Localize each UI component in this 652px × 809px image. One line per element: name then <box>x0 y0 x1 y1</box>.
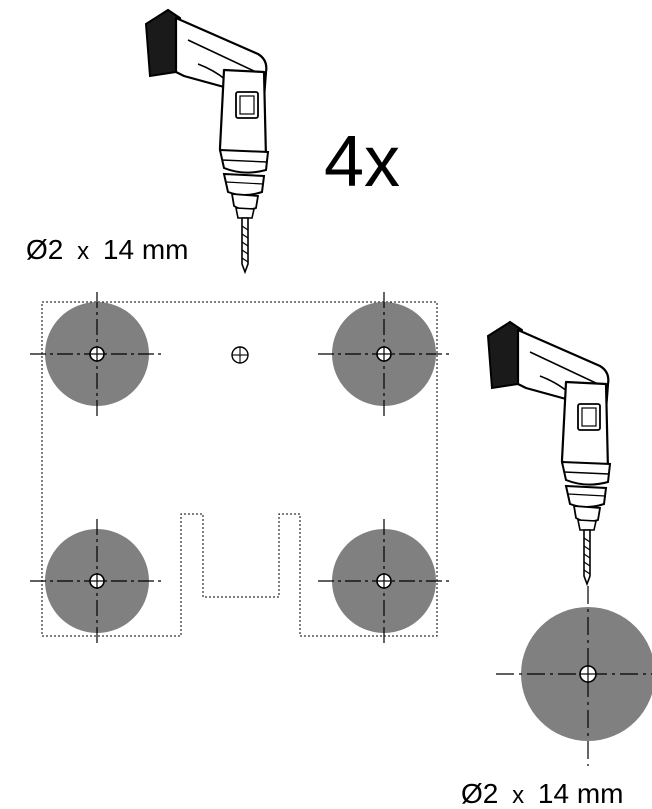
drill-spec-bottom-length: 14 mm <box>538 778 624 809</box>
drill-spec-top-length: 14 mm <box>103 234 189 265</box>
drill-spec-bottom-diameter: Ø2 <box>461 778 498 809</box>
hole-detail-large <box>496 586 652 766</box>
hole-marker-bottom-right <box>318 519 450 643</box>
drill-spec-top: Ø2 x 14 mm <box>26 234 189 265</box>
drill-spec-bottom: Ø2 x 14 mm <box>461 778 624 809</box>
hole-marker-bottom-left <box>30 519 164 643</box>
center-reference-hole <box>231 346 249 364</box>
drill-spec-top-diameter: Ø2 <box>26 234 63 265</box>
drill-right-icon <box>486 320 612 586</box>
drill-spec-bottom-separator: x <box>512 782 524 809</box>
template-outline <box>41 301 438 637</box>
quantity-label: 4x <box>324 122 400 202</box>
hole-marker-top-right <box>318 292 450 416</box>
drill-spec-top-separator: x <box>77 238 89 265</box>
drill-top-icon <box>144 8 270 274</box>
hole-marker-top-left <box>30 292 164 416</box>
